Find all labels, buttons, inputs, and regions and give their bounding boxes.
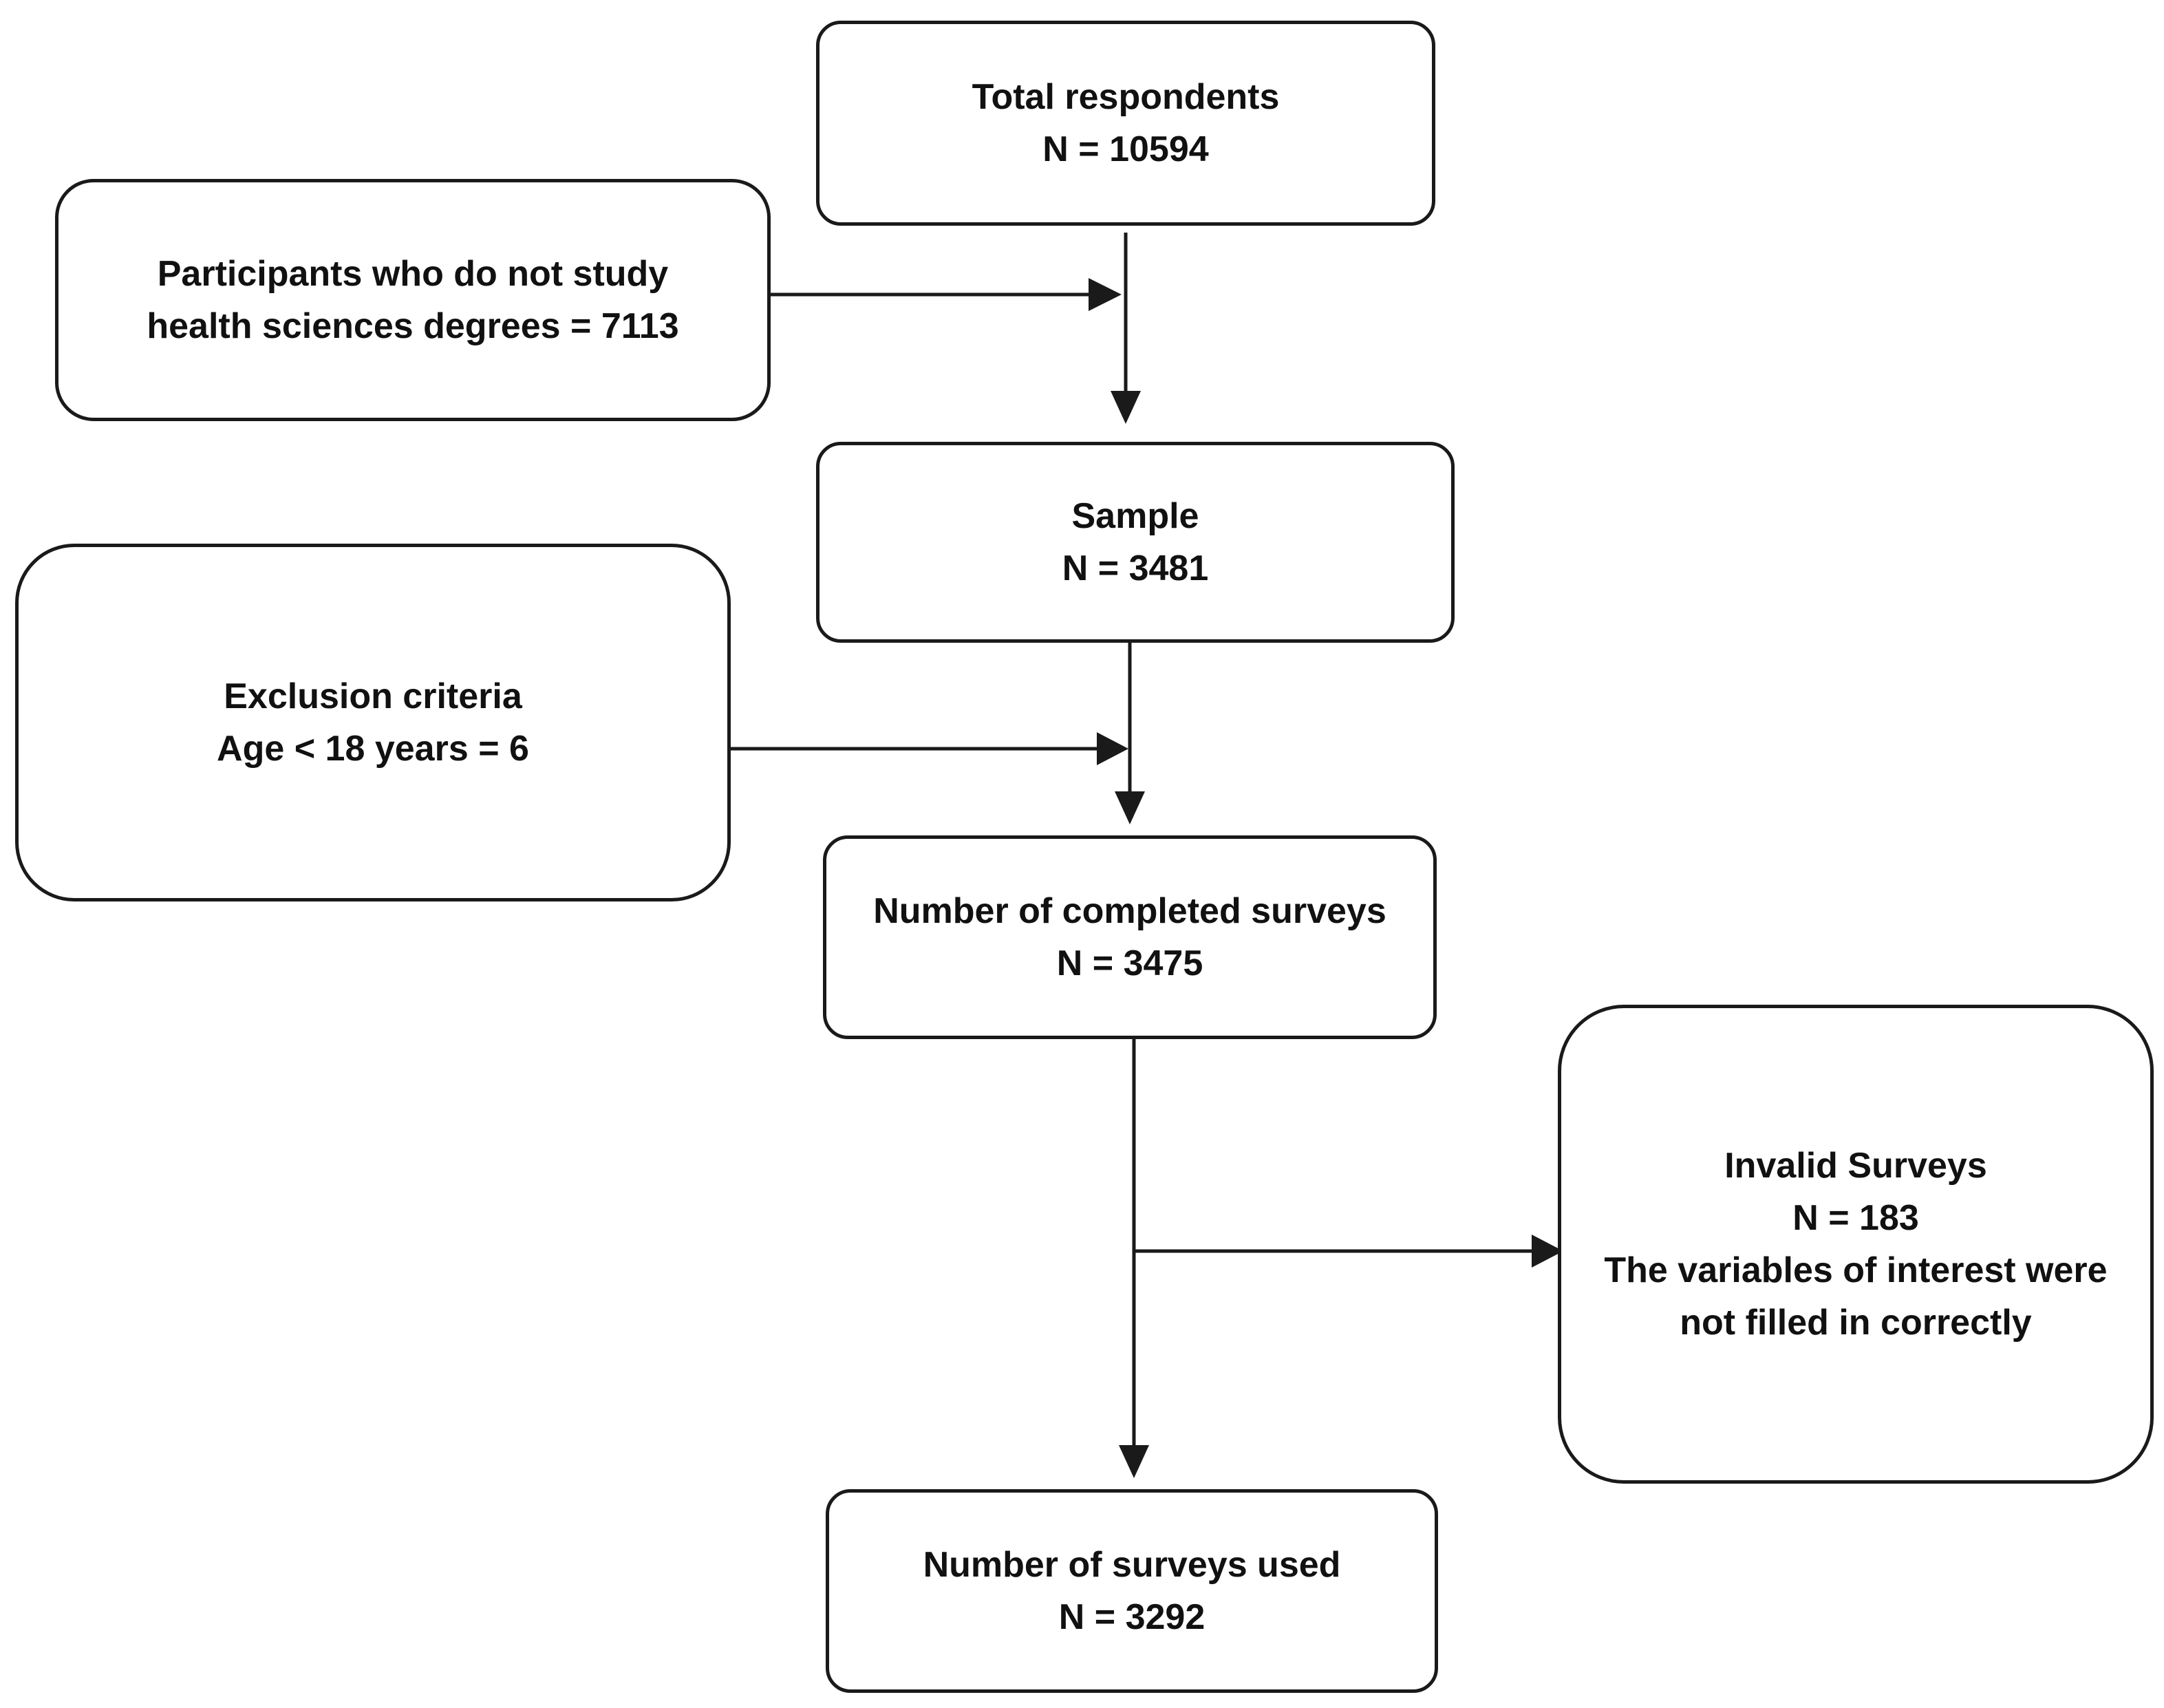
invalid-surveys-label: Invalid Surveys xyxy=(1724,1146,1987,1186)
invalid-surveys-box: Invalid Surveys N = 183 The variables of… xyxy=(1558,1005,2154,1484)
invalid-reason-line-2: not filled in correctly xyxy=(1680,1303,2032,1343)
arrowhead-nonhealth-exclusion xyxy=(1089,278,1122,311)
total-respondents-box: Total respondents N = 10594 xyxy=(816,21,1435,226)
arrowhead-total-to-sample xyxy=(1111,391,1141,424)
surveys-used-box: Number of surveys used N = 3292 xyxy=(826,1489,1438,1693)
surveys-used-label: Number of surveys used xyxy=(923,1545,1341,1585)
invalid-surveys-count: N = 183 xyxy=(1792,1198,1919,1238)
arrowhead-exclusion-to-main xyxy=(1097,732,1128,765)
completed-surveys-count: N = 3475 xyxy=(1056,943,1203,983)
completed-surveys-box: Number of completed surveys N = 3475 xyxy=(823,835,1437,1039)
exclusion-label: Exclusion criteria xyxy=(224,676,522,716)
surveys-used-count: N = 3292 xyxy=(1058,1597,1206,1637)
sample-box: Sample N = 3481 xyxy=(816,442,1455,643)
completed-surveys-label: Number of completed surveys xyxy=(873,891,1386,931)
arrowhead-sample-to-completed xyxy=(1115,791,1145,824)
non-health-line-1: Participants who do not study xyxy=(157,254,669,294)
non-health-participants-box: Participants who do not study health sci… xyxy=(55,179,771,421)
invalid-reason-line-1: The variables of interest were xyxy=(1604,1250,2108,1290)
total-respondents-count: N = 10594 xyxy=(1042,129,1209,169)
total-respondents-label: Total respondents xyxy=(972,77,1280,117)
exclusion-criteria-box: Exclusion criteria Age < 18 years = 6 xyxy=(15,544,731,901)
arrowhead-completed-to-used xyxy=(1119,1445,1149,1478)
non-health-line-2: health sciences degrees = 7113 xyxy=(147,306,679,346)
sample-label: Sample xyxy=(1071,496,1199,536)
sample-count: N = 3481 xyxy=(1062,548,1209,588)
arrowhead-to-invalid xyxy=(1532,1235,1563,1268)
exclusion-criterion: Age < 18 years = 6 xyxy=(217,729,529,769)
